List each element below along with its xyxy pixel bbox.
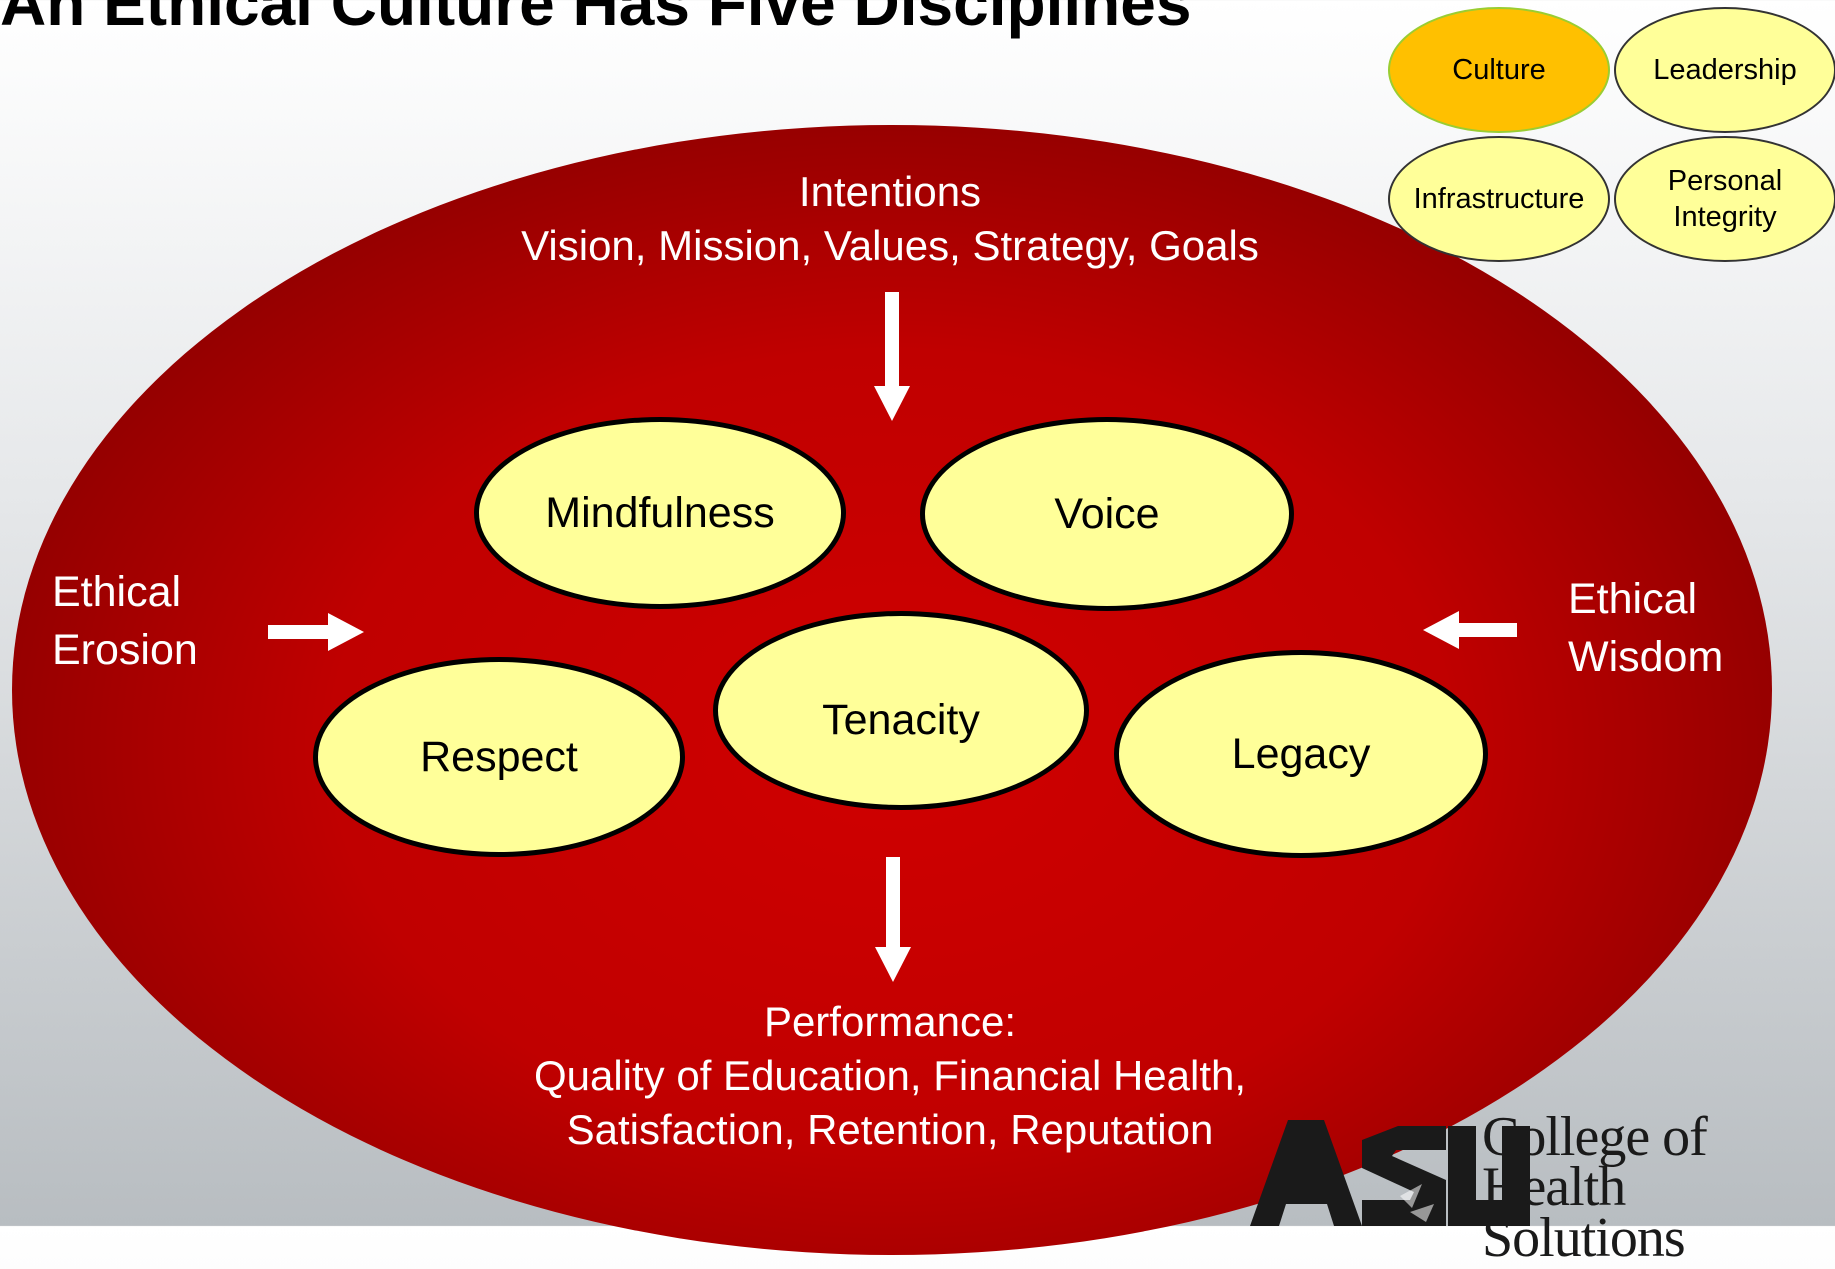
intentions-label: Intentions Vision, Mission, Values, Stra… (420, 165, 1360, 273)
legend-personal-integrity: Personal Integrity (1614, 136, 1835, 262)
down-arrow-bottom-head (875, 947, 911, 982)
logo-line1: College of (1482, 1106, 1708, 1168)
down-arrow-top-shaft (885, 292, 899, 388)
legend-leadership-label: Leadership (1653, 53, 1797, 86)
flow-arrows (0, 0, 1835, 1226)
voice-oval: Voice (920, 417, 1294, 611)
legend-integrity-line: Integrity (1673, 201, 1777, 233)
logo-text: College of Health Solutions (1482, 1106, 1835, 1269)
mindfulness-label: Mindfulness (545, 488, 775, 537)
logo-line2: Health Solutions (1482, 1156, 1686, 1269)
wisdom-arrow-shaft (1457, 623, 1517, 637)
tenacity-label: Tenacity (822, 696, 980, 744)
legend-leadership: Leadership (1614, 7, 1835, 133)
legend-culture-label: Culture (1452, 53, 1546, 86)
ethical-wisdom-line2: Wisdom (1568, 633, 1724, 682)
performance-heading: Performance: (763, 998, 1017, 1045)
ethical-wisdom-line1: Ethical (1568, 575, 1698, 623)
erosion-arrow-head (328, 613, 364, 651)
respect-oval: Respect (313, 657, 685, 857)
asu-logo-icon (1250, 1120, 1530, 1226)
legacy-oval: Legacy (1114, 650, 1488, 858)
legend-personal-line: Personal (1667, 164, 1783, 197)
slide-title: An Ethical Culture Has Five Disciplines (0, 0, 1192, 39)
performance-label: Performance: Quality of Education, Finan… (430, 995, 1350, 1156)
tenacity-oval: Tenacity (713, 611, 1089, 810)
legend-infrastructure: Infrastructure (1388, 136, 1610, 262)
erosion-arrow-shaft (268, 625, 330, 639)
legend-culture: Culture (1388, 7, 1610, 133)
wisdom-arrow-head (1423, 611, 1459, 649)
performance-detail-2: Satisfaction, Retention, Reputation (566, 1105, 1214, 1153)
intentions-detail: Vision, Mission, Values, Strategy, Goals (521, 221, 1259, 269)
ethical-erosion-line2: Erosion (52, 626, 198, 675)
legend-infrastructure-label: Infrastructure (1413, 182, 1585, 215)
ethical-wisdom-label: Ethical Wisdom (1568, 570, 1723, 686)
down-arrow-top-head (874, 386, 910, 421)
legend-personal-integrity-label: Personal Integrity (1668, 163, 1782, 236)
ethical-erosion-label: Ethical Erosion (52, 563, 198, 679)
respect-label: Respect (420, 732, 578, 781)
intentions-heading: Intentions (798, 168, 982, 215)
voice-label: Voice (1054, 489, 1160, 538)
ethical-erosion-line1: Ethical (52, 568, 182, 616)
legacy-label: Legacy (1231, 729, 1371, 778)
performance-detail-1: Quality of Education, Financial Health, (533, 1051, 1247, 1099)
down-arrow-bottom-shaft (886, 857, 900, 949)
mindfulness-oval: Mindfulness (474, 417, 846, 609)
